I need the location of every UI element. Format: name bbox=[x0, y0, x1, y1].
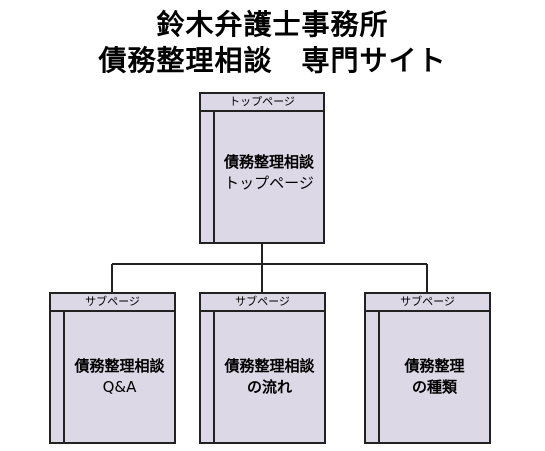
sub-page-node-qa: サブページ 債務整理相談 Q&A bbox=[49, 292, 176, 444]
sub-page-header: サブページ bbox=[366, 294, 489, 312]
sub-page-label: 債務整理相談 の流れ bbox=[224, 357, 315, 396]
sub-page-node-types: サブページ 債務整理 の種類 bbox=[364, 292, 491, 444]
top-page-label: 債務整理相談 トップページ bbox=[223, 153, 314, 192]
sub-page-header: サブページ bbox=[51, 294, 174, 312]
site-subtitle: 債務整理相談 専門サイト bbox=[98, 44, 447, 77]
sub-page-label: 債務整理 の種類 bbox=[404, 357, 465, 396]
sub-page-node-flow: サブページ 債務整理相談 の流れ bbox=[199, 292, 326, 444]
top-page-node: トップページ 債務整理相談 トップページ bbox=[199, 92, 325, 244]
sub-page-header: サブページ bbox=[201, 294, 324, 312]
sub-page-label: 債務整理相談 Q&A bbox=[74, 357, 165, 396]
site-title: 鈴木弁護士事務所 bbox=[156, 8, 389, 41]
top-page-header: トップページ bbox=[201, 94, 323, 112]
